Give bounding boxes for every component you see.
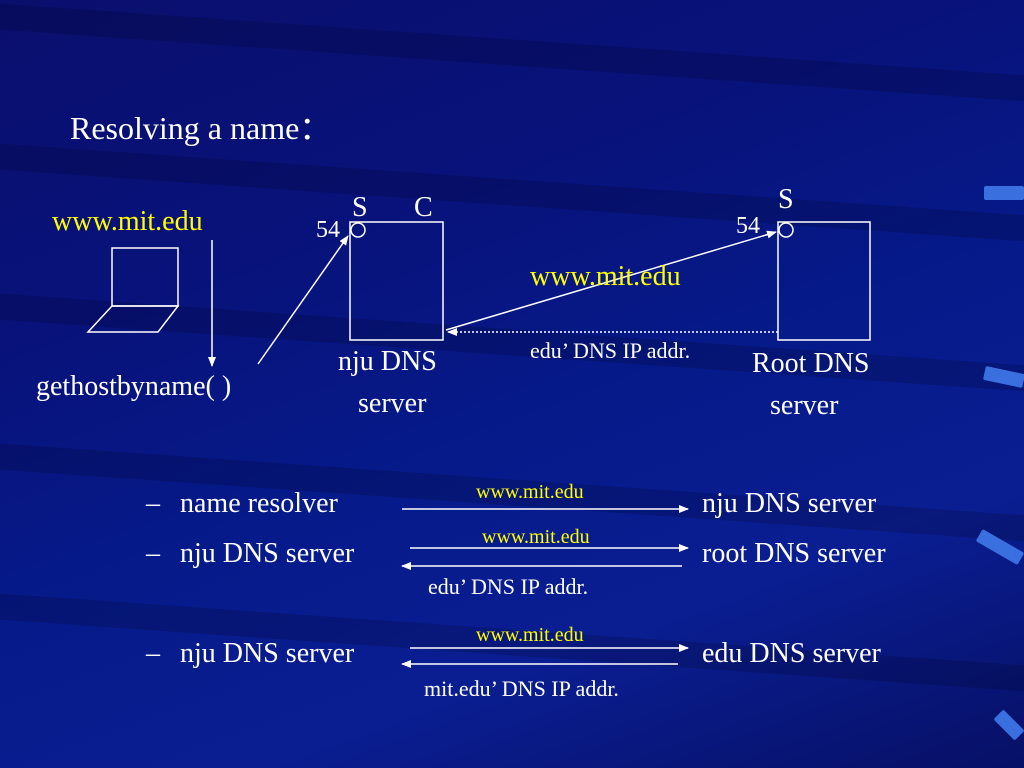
laptop-icon (86, 247, 180, 333)
step-3-request-label: www.mit.edu (476, 624, 584, 646)
step-1-to: nju DNS server (702, 488, 877, 519)
nju-server-name-line2: server (358, 388, 427, 419)
step-2-request-label: www.mit.edu (482, 526, 590, 548)
step-2-dash: – (146, 538, 160, 569)
slide-title: Resolving a name： (70, 110, 332, 146)
root-server-name-line1: Root DNS (752, 348, 870, 379)
root-server-box (777, 221, 871, 341)
nju-server-name-line1: nju DNS (338, 346, 437, 377)
root-port-icon (778, 222, 794, 238)
query-to-nju-arrow (257, 235, 349, 365)
step-1-request-label: www.mit.edu (476, 481, 584, 503)
step-2-reply-label: edu’ DNS IP addr. (428, 574, 589, 599)
root-port-label: 54 (736, 213, 760, 239)
edge-decoration (984, 186, 1024, 200)
nju-port-label: 54 (316, 217, 340, 243)
step-1-dash: – (146, 488, 160, 519)
step-3-dash: – (146, 638, 160, 669)
step-2-from: nju DNS server (180, 538, 355, 569)
client-hostname-label: www.mit.edu (52, 206, 203, 237)
root-server-s-label: S (778, 184, 794, 215)
root-query-label: www.mit.edu (530, 261, 681, 292)
gethostbyname-label: gethostbyname( ) (36, 371, 232, 402)
query-to-root-arrow (445, 230, 777, 331)
step-3-reply-label: mit.edu’ DNS IP addr. (424, 676, 619, 701)
root-reply-label: edu’ DNS IP addr. (530, 338, 691, 363)
nju-server-c-label: C (414, 192, 433, 223)
nju-port-icon (350, 222, 366, 238)
step-3-to: edu DNS server (702, 638, 881, 669)
nju-server-s-label: S (352, 192, 368, 223)
step-1-from: name resolver (180, 488, 338, 519)
step-2-to: root DNS server (702, 538, 886, 569)
root-server-name-line2: server (770, 390, 839, 421)
step-3-from: nju DNS server (180, 638, 355, 669)
nju-server-box (349, 221, 444, 341)
